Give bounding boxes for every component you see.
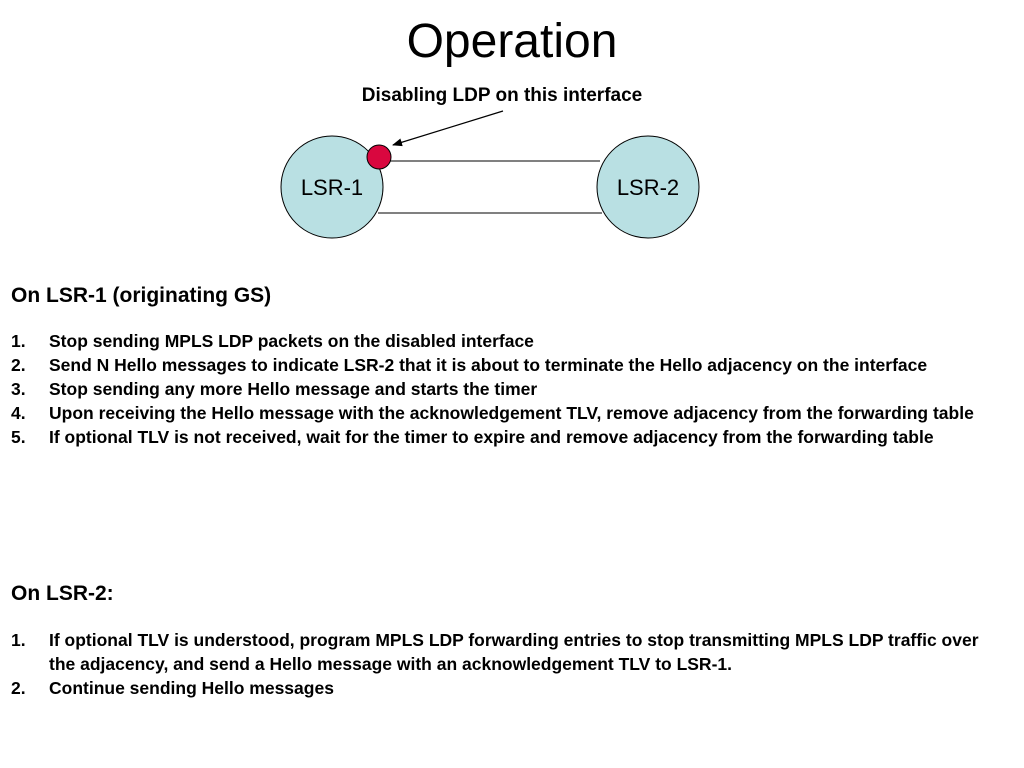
step-number: 2. <box>11 355 26 375</box>
lsr-2-heading: On LSR-2: <box>11 582 114 605</box>
interface-callout: Disabling LDP on this interface <box>361 85 643 106</box>
list-item: 2. Continue sending Hello messages <box>11 676 991 700</box>
step-text: Upon receiving the Hello message with th… <box>49 403 974 423</box>
list-item: 5. If optional TLV is not received, wait… <box>11 425 991 449</box>
disabled-interface-marker <box>366 144 392 170</box>
step-number: 4. <box>11 403 26 423</box>
step-text: Stop sending any more Hello message and … <box>49 379 538 399</box>
lsr-1-node <box>280 135 384 239</box>
step-number: 1. <box>11 630 26 650</box>
step-text: Continue sending Hello messages <box>49 678 334 698</box>
step-number: 3. <box>11 379 26 399</box>
page-title: Operation <box>406 15 618 68</box>
list-item: 1. Stop sending MPLS LDP packets on the … <box>11 329 991 353</box>
step-text: If optional TLV is understood, program M… <box>49 630 979 674</box>
step-number: 1. <box>11 331 26 351</box>
list-item: 3. Stop sending any more Hello message a… <box>11 377 991 401</box>
list-item: 2. Send N Hello messages to indicate LSR… <box>11 353 991 377</box>
step-text: If optional TLV is not received, wait fo… <box>49 427 934 447</box>
step-number: 2. <box>11 678 26 698</box>
lsr-2-label: LSR-2 <box>617 175 679 200</box>
lsr-1-label: LSR-1 <box>301 175 363 200</box>
lsr-2-node <box>596 135 700 239</box>
list-item: 1. If optional TLV is understood, progra… <box>11 628 991 676</box>
lsr-1-heading: On LSR-1 (originating GS) <box>11 284 272 307</box>
step-text: Stop sending MPLS LDP packets on the dis… <box>49 331 534 351</box>
lsr-2-steps: 1. If optional TLV is understood, progra… <box>11 628 991 700</box>
list-item: 4. Upon receiving the Hello message with… <box>11 401 991 425</box>
lsr-1-steps: 1. Stop sending MPLS LDP packets on the … <box>11 329 991 449</box>
step-number: 5. <box>11 427 26 447</box>
callout-arrow <box>392 110 504 147</box>
step-text: Send N Hello messages to indicate LSR-2 … <box>49 355 928 375</box>
